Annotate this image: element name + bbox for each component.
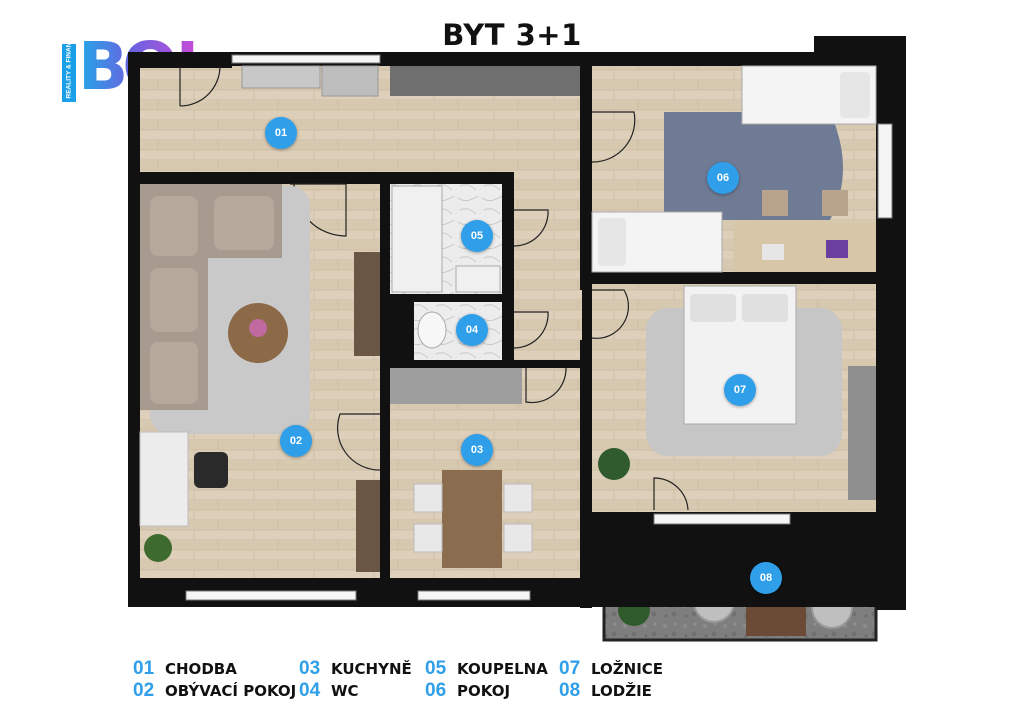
- logo-side-band: REALITY & FINANCE: [62, 34, 76, 102]
- room-marker-03: 03: [461, 434, 493, 466]
- door-swings: [179, 65, 689, 511]
- room-marker-07: 07: [724, 374, 756, 406]
- room-06-furniture: [591, 65, 877, 273]
- bedroom-furniture: [598, 285, 876, 500]
- room-marker-05: 05: [461, 220, 493, 252]
- windows: [185, 54, 893, 601]
- room-marker-01: 01: [265, 117, 297, 149]
- kitchen-furniture: [390, 368, 533, 568]
- room-marker-06: 06: [707, 162, 739, 194]
- plan-title: BYT 3+1: [442, 18, 582, 52]
- room-marker-04: 04: [456, 314, 488, 346]
- room-marker-02: 02: [280, 425, 312, 457]
- living-room-furniture: [139, 184, 380, 572]
- room-marker-08: 08: [750, 562, 782, 594]
- inner-walls: [128, 60, 878, 608]
